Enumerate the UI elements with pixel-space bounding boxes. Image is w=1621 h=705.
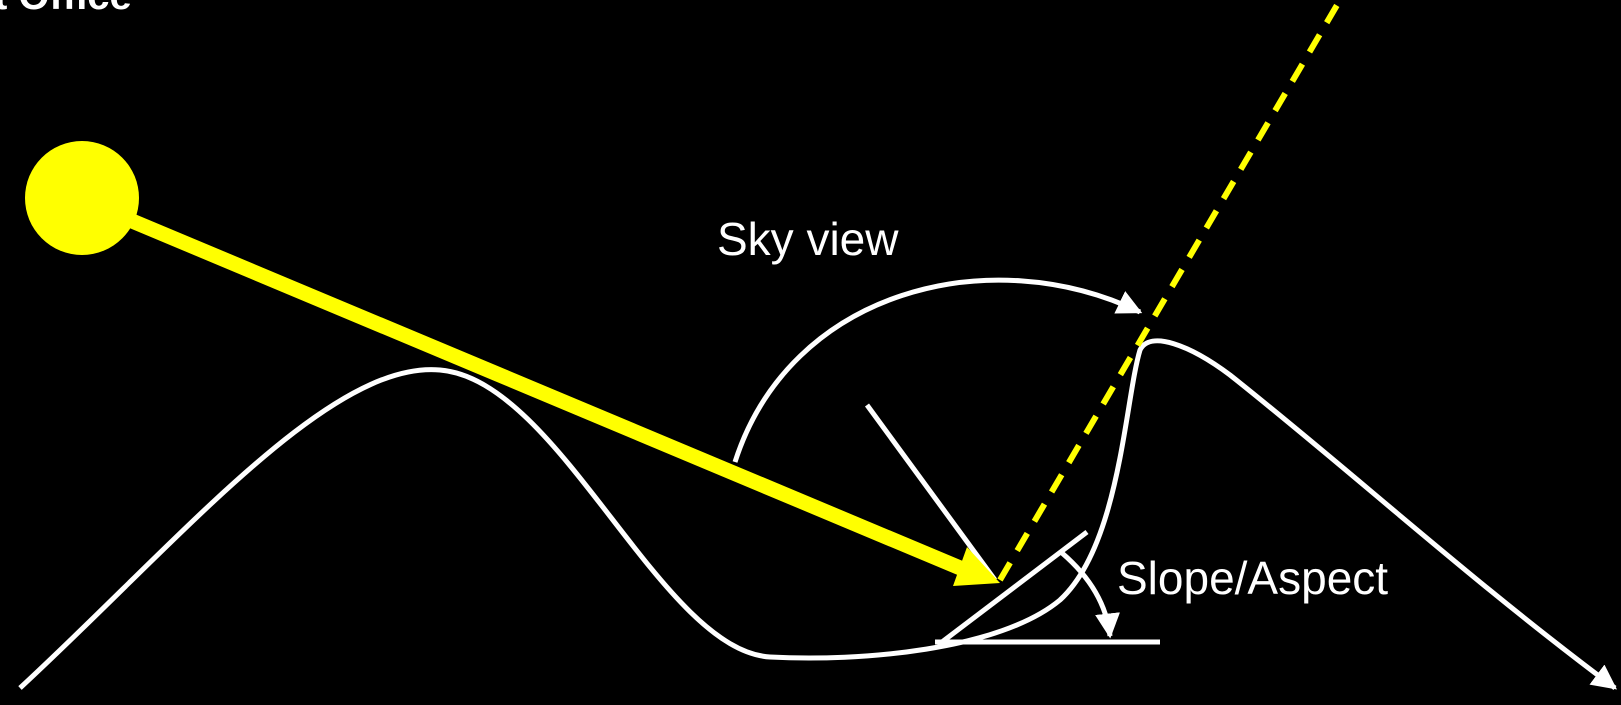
header-title-fragment: t Office (0, 0, 132, 16)
sun-icon (25, 141, 139, 255)
terrain-profile (18, 338, 1618, 691)
surface-normal-line (864, 403, 998, 582)
horizon-dashed-line (997, 0, 1343, 582)
slope-tangent-line (936, 530, 1089, 647)
sky-view-label: Sky view (717, 213, 899, 265)
sun-ray-shaft (79, 193, 968, 577)
slope-aspect-label: Slope/Aspect (1117, 552, 1388, 604)
sun-ray-arrowhead (953, 547, 1000, 586)
sky-view-arc (732, 277, 1143, 463)
slope-angle-arc (1060, 551, 1120, 639)
